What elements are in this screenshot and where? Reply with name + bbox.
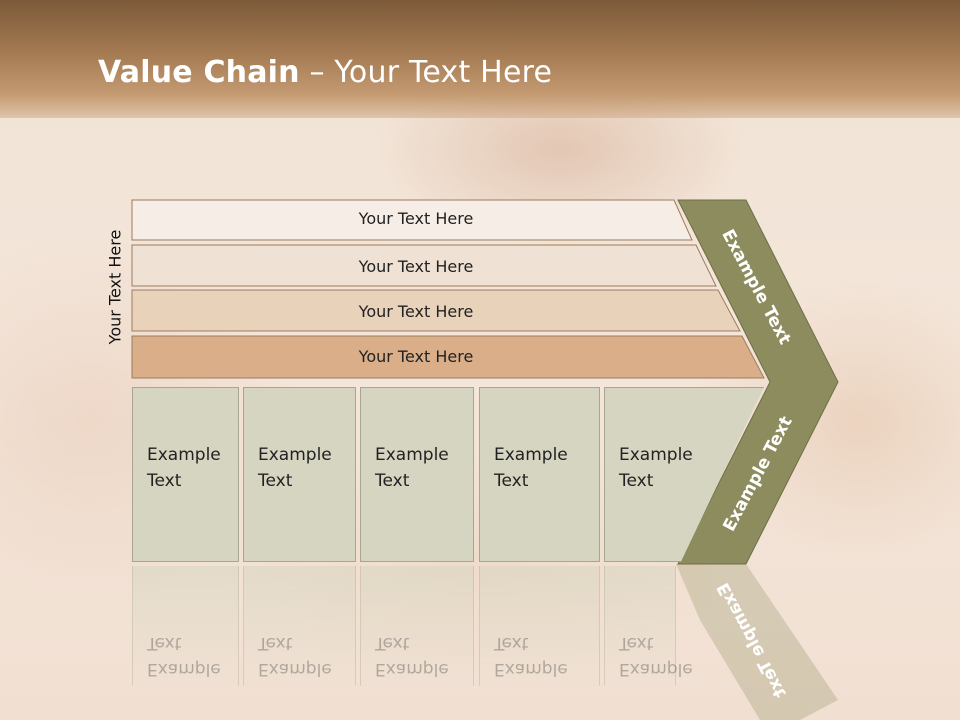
example-box-4-line1: Example — [494, 445, 568, 465]
bar-4[interactable] — [131, 335, 765, 379]
example-box-3-line1: Example — [375, 445, 449, 465]
title-bold: Value Chain — [98, 55, 300, 90]
bar-1[interactable] — [131, 199, 693, 241]
bar-2-label: Your Text Here — [358, 257, 474, 276]
example-box-2-line2: Text — [258, 471, 293, 491]
example-box-3-line2: Text — [375, 471, 410, 491]
bar-2[interactable] — [131, 244, 717, 287]
chevron-arrow[interactable] — [677, 199, 839, 565]
slide-title: Value Chain – Your Text Here — [98, 55, 552, 90]
chevron-reflection — [676, 564, 838, 720]
example-box-2-line1: Example — [258, 445, 332, 465]
bar-1-label: Your Text Here — [358, 209, 474, 228]
example-box-4-line2: Text — [494, 471, 529, 491]
bar-3[interactable] — [131, 289, 741, 332]
example-box-5-line1: Example — [619, 445, 693, 465]
example-box-1-line1: Example — [147, 445, 221, 465]
bar-3-label: Your Text Here — [358, 302, 474, 321]
example-box-1-line2: Text — [147, 471, 182, 491]
title-rest: – Your Text Here — [299, 55, 553, 90]
header-band — [0, 0, 960, 118]
bar-4-label: Your Text Here — [358, 347, 474, 366]
example-box-5-line2: Text — [619, 471, 654, 491]
